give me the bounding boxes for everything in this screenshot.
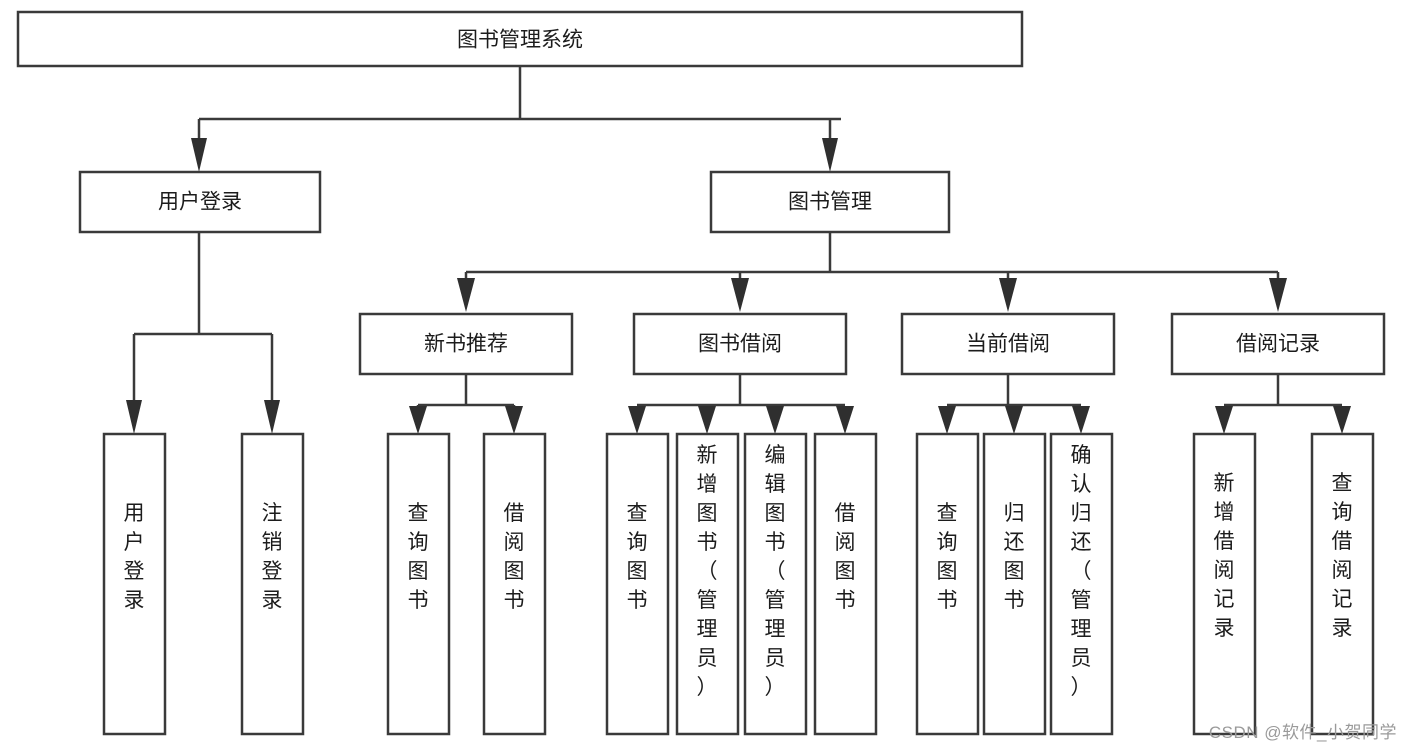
node-leaf-query-record-label: 查询借阅记录 — [1332, 472, 1353, 640]
node-leaf-query-book-2-label: 查询图书 — [627, 502, 648, 612]
node-leaf-borrow-book-2-label: 借阅图书 — [835, 502, 856, 612]
node-leaf-logout[interactable]: 注销登录 — [240, 432, 305, 736]
node-leaf-borrow-book-2-box[interactable] — [813, 432, 878, 736]
arrowhead-leaf-borrow-book-1 — [505, 406, 523, 434]
node-leaf-borrow-book-1-box[interactable] — [482, 432, 547, 736]
node-leaf-add-record-box[interactable] — [1192, 432, 1257, 736]
node-current-borrow-label: 当前借阅 — [966, 333, 1050, 356]
node-leaf-query-book-3-label: 查询图书 — [937, 502, 958, 612]
node-new-book-recommend-label: 新书推荐 — [424, 333, 508, 356]
arrowhead-leaf-return-book — [1005, 406, 1023, 434]
node-leaf-confirm-return-box[interactable] — [1049, 432, 1114, 736]
node-leaf-return-book[interactable]: 归还图书 — [982, 432, 1047, 736]
node-leaf-query-book-3-box[interactable] — [915, 432, 980, 736]
node-leaf-confirm-return-label: 确认归还（管理员） — [1071, 444, 1092, 699]
node-leaf-logout-label: 注销登录 — [262, 502, 283, 612]
node-leaf-edit-book[interactable]: 编辑图书（管理员） — [743, 432, 808, 736]
node-borrow-record[interactable]: 借阅记录 — [1170, 312, 1386, 376]
node-leaf-user-login[interactable]: 用户登录 — [102, 432, 167, 736]
arrowhead-leaf-add-book — [698, 406, 716, 434]
node-leaf-query-book-1-box[interactable] — [386, 432, 451, 736]
node-user-login[interactable]: 用户登录 — [78, 170, 322, 234]
node-leaf-add-book[interactable]: 新增图书（管理员） — [675, 432, 740, 736]
arrowhead-leaf-query-book-3 — [938, 406, 956, 434]
csdn-watermark: CSDN @软件_小贺同学 — [1208, 723, 1397, 742]
node-leaf-return-book-box[interactable] — [982, 432, 1047, 736]
node-borrow-record-label: 借阅记录 — [1236, 333, 1320, 356]
node-leaf-query-record[interactable]: 查询借阅记录 — [1310, 432, 1375, 736]
node-leaf-query-record-box[interactable] — [1310, 432, 1375, 736]
node-leaf-query-book-2[interactable]: 查询图书 — [605, 432, 670, 736]
node-leaf-confirm-return[interactable]: 确认归还（管理员） — [1049, 432, 1114, 736]
node-new-book-recommend[interactable]: 新书推荐 — [358, 312, 574, 376]
node-leaf-return-book-label: 归还图书 — [1004, 502, 1025, 612]
node-root[interactable]: 图书管理系统 — [16, 10, 1024, 68]
node-leaf-edit-book-label: 编辑图书（管理员） — [765, 444, 786, 699]
node-book-borrow-label: 图书借阅 — [698, 333, 782, 356]
arrowhead-new-book-recommend — [457, 278, 475, 312]
node-book-manage-box[interactable] — [709, 170, 951, 234]
arrowhead-leaf-borrow-book-2 — [836, 406, 854, 434]
node-leaf-query-book-2-box[interactable] — [605, 432, 670, 736]
arrowhead-borrow-record — [1269, 278, 1287, 312]
connector-layer — [126, 66, 1351, 434]
node-leaf-borrow-book-1[interactable]: 借阅图书 — [482, 432, 547, 736]
node-leaf-add-record-label: 新增借阅记录 — [1214, 472, 1235, 640]
node-borrow-record-box[interactable] — [1170, 312, 1386, 376]
node-leaf-logout-box[interactable] — [240, 432, 305, 736]
node-leaf-query-book-1-label: 查询图书 — [408, 502, 429, 612]
node-leaf-borrow-book-2[interactable]: 借阅图书 — [813, 432, 878, 736]
node-root-box[interactable] — [16, 10, 1024, 68]
arrowhead-book-manage — [822, 138, 838, 172]
node-leaf-edit-book-box[interactable] — [743, 432, 808, 736]
node-user-login-label: 用户登录 — [158, 191, 242, 214]
node-leaf-query-book-1[interactable]: 查询图书 — [386, 432, 451, 736]
node-leaf-borrow-book-1-label: 借阅图书 — [504, 502, 525, 612]
arrowhead-leaf-confirm-return — [1072, 406, 1090, 434]
node-new-book-recommend-box[interactable] — [358, 312, 574, 376]
arrowhead-current-borrow — [999, 278, 1017, 312]
node-book-borrow[interactable]: 图书借阅 — [632, 312, 848, 376]
node-leaf-add-book-box[interactable] — [675, 432, 740, 736]
node-user-login-box[interactable] — [78, 170, 322, 234]
arrowhead-leaf-query-record — [1333, 406, 1351, 434]
arrowhead-leaf-edit-book — [766, 406, 784, 434]
arrowhead-book-borrow — [731, 278, 749, 312]
node-leaf-add-record[interactable]: 新增借阅记录 — [1192, 432, 1257, 736]
node-current-borrow[interactable]: 当前借阅 — [900, 312, 1116, 376]
node-current-borrow-box[interactable] — [900, 312, 1116, 376]
arrowhead-leaf-query-book-1 — [409, 406, 427, 434]
arrowhead-leaf-user-login — [126, 400, 142, 434]
arrowhead-leaf-add-record — [1215, 406, 1233, 434]
node-book-borrow-box[interactable] — [632, 312, 848, 376]
arrowhead-leaf-logout — [264, 400, 280, 434]
node-leaf-add-book-label: 新增图书（管理员） — [697, 444, 718, 699]
node-leaf-user-login-label: 用户登录 — [124, 502, 145, 612]
node-book-manage-label: 图书管理 — [788, 191, 872, 214]
node-leaf-user-login-box[interactable] — [102, 432, 167, 736]
node-leaf-query-book-3[interactable]: 查询图书 — [915, 432, 980, 736]
node-book-manage[interactable]: 图书管理 — [709, 170, 951, 234]
arrowhead-user-login — [191, 138, 207, 172]
arrowhead-leaf-query-book-2 — [628, 406, 646, 434]
node-root-label: 图书管理系统 — [457, 29, 583, 52]
